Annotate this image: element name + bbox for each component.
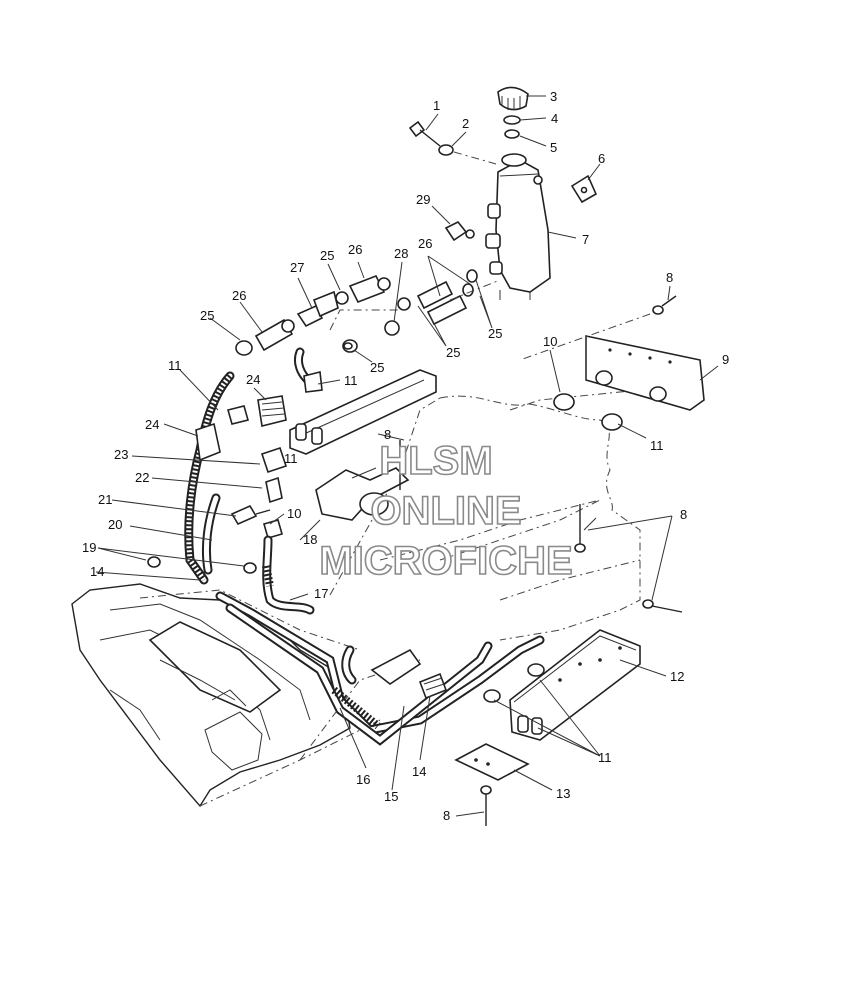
callout-4: 4 xyxy=(551,111,558,126)
bracket-9 xyxy=(585,335,705,411)
callout-2: 2 xyxy=(462,116,469,131)
callout-14-left: 14 xyxy=(90,564,104,579)
bracket-12 xyxy=(483,629,641,741)
callout-26-mid: 26 xyxy=(348,242,362,257)
hose-17 xyxy=(262,535,315,615)
coolant-reservoir xyxy=(485,153,551,300)
plate-13 xyxy=(454,743,530,781)
bolt-8-upper xyxy=(519,295,677,361)
bracket-18 xyxy=(315,467,410,521)
callout-numbers: 1 2 3 4 5 6 7 8 9 10 11 29 26 28 26 25 2… xyxy=(82,89,729,823)
callout-25-lower: 25 xyxy=(370,360,384,375)
callout-11-right: 11 xyxy=(650,438,664,453)
callout-22: 22 xyxy=(135,470,149,485)
fitting-29 xyxy=(444,220,475,242)
callout-26-left: 26 xyxy=(232,288,246,303)
chassis-outline xyxy=(71,397,601,808)
callout-10-upper: 10 xyxy=(543,334,557,349)
clamp-6 xyxy=(570,174,598,204)
watermark-line-1: HLSM xyxy=(379,439,492,483)
callout-1: 1 xyxy=(433,98,440,113)
callout-8-bottom: 8 xyxy=(443,808,450,823)
lower-hoses xyxy=(215,591,545,746)
heat-exchanger-bracket xyxy=(289,369,437,455)
watermark: HLSM ONLINE MICROFICHE xyxy=(319,438,574,584)
callout-25-right: 25 xyxy=(488,326,502,341)
callout-25-center: 25 xyxy=(446,345,460,360)
leader-lines xyxy=(95,95,719,817)
callout-12: 12 xyxy=(670,669,684,684)
callout-24-upper: 24 xyxy=(246,372,260,387)
callout-10-lower: 10 xyxy=(287,506,301,521)
reservoir-cap xyxy=(497,86,529,139)
callout-11-upper: 11 xyxy=(344,373,358,388)
callout-11-center: 11 xyxy=(284,451,298,466)
clamp-10-upper xyxy=(553,393,623,431)
callout-16: 16 xyxy=(356,772,370,787)
callout-6: 6 xyxy=(598,151,605,166)
callout-25-mid: 25 xyxy=(320,248,334,263)
callout-29: 29 xyxy=(416,192,430,207)
callout-26-right: 26 xyxy=(418,236,432,251)
callout-11-lower: 11 xyxy=(598,750,612,765)
watermark-line-2: ONLINE xyxy=(370,489,521,533)
callout-3: 3 xyxy=(550,89,557,104)
callout-9: 9 xyxy=(722,352,729,367)
callout-8-top: 8 xyxy=(666,270,673,285)
callout-5: 5 xyxy=(550,140,557,155)
callout-19: 19 xyxy=(82,540,96,555)
hose-fittings-row xyxy=(235,269,501,356)
callout-8-right: 8 xyxy=(680,507,687,522)
callout-23: 23 xyxy=(114,447,128,462)
callout-17: 17 xyxy=(314,586,328,601)
hose-left-assembly xyxy=(147,347,323,585)
callout-28: 28 xyxy=(394,246,408,261)
callout-25-left: 25 xyxy=(200,308,214,323)
callout-20: 20 xyxy=(108,517,122,532)
callout-8-center: 8 xyxy=(384,427,391,442)
callout-21: 21 xyxy=(98,492,112,507)
callout-27: 27 xyxy=(290,260,304,275)
watermark-line-3: MICROFICHE xyxy=(319,539,572,583)
callout-13: 13 xyxy=(556,786,570,801)
callout-15: 15 xyxy=(384,789,398,804)
callout-24-left: 24 xyxy=(145,417,159,432)
bolt-1 xyxy=(408,120,497,165)
callout-14-lower: 14 xyxy=(412,764,426,779)
callout-11-upper-left: 11 xyxy=(168,358,182,373)
callout-18: 18 xyxy=(303,532,317,547)
callout-7: 7 xyxy=(582,232,589,247)
fastener-8-lower xyxy=(399,440,683,826)
